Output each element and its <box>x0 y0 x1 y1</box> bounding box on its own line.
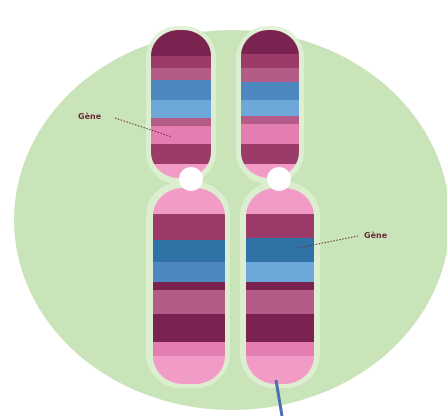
cell-nucleus <box>14 30 447 410</box>
left-chromatid-lower-arm <box>140 186 230 386</box>
left-centromere <box>179 167 203 191</box>
right-centromere <box>267 167 291 191</box>
right-chromatid-upper-arm <box>230 30 310 180</box>
left-chromatid-upper-arm <box>140 30 220 180</box>
gene-label-left: Gène <box>78 111 102 121</box>
right-chromatid-lower-arm <box>236 186 326 386</box>
gene-label-right: Gène <box>364 230 388 240</box>
